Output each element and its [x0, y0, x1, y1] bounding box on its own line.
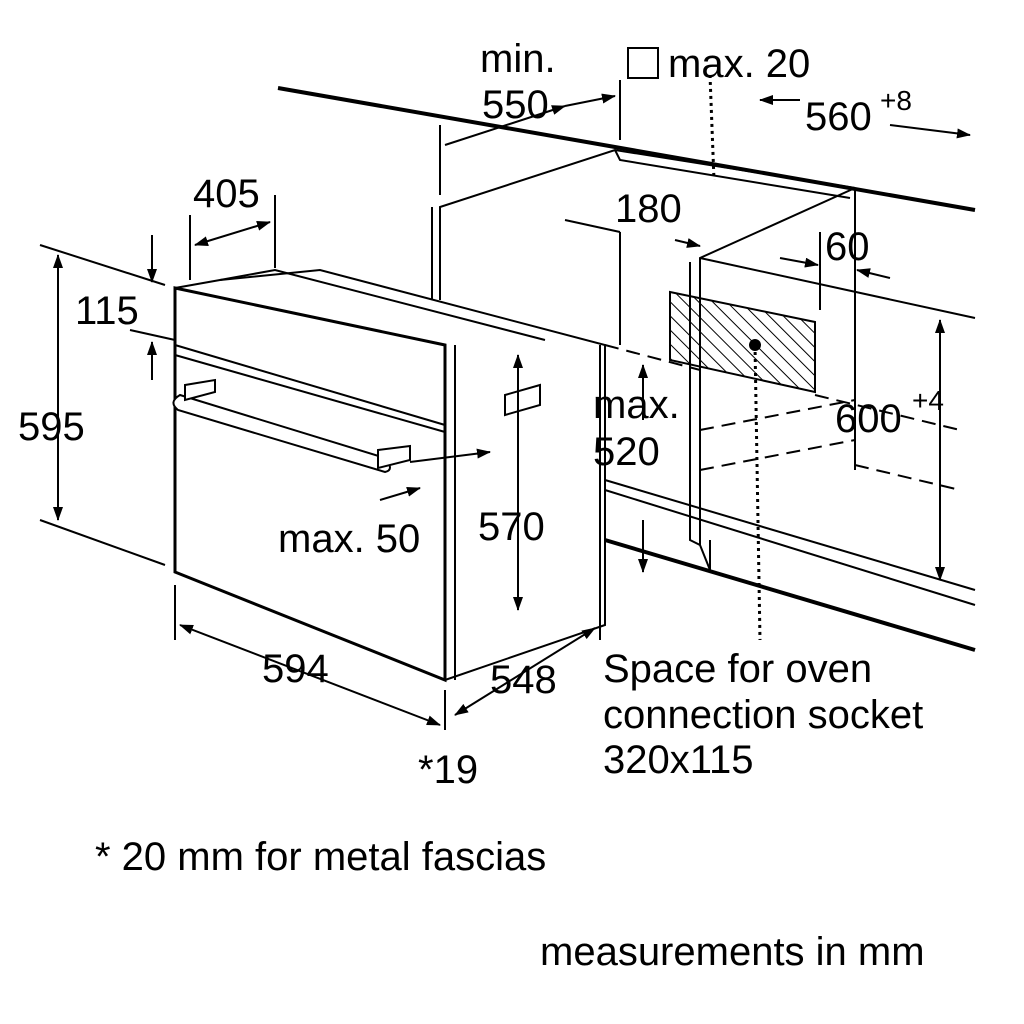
- label-550: 550: [482, 83, 549, 127]
- label-548: 548: [490, 658, 557, 702]
- square-icon: [627, 47, 659, 79]
- label-max-50: max. 50: [278, 517, 420, 561]
- dimension-lines: [39, 80, 971, 730]
- socket-note-line-2: connection socket: [603, 693, 923, 737]
- label-min: min.: [480, 37, 556, 81]
- label-19: *19: [418, 748, 478, 792]
- footnote: * 20 mm for metal fascias: [95, 835, 546, 879]
- label-600-tolerance: +4: [912, 385, 944, 416]
- label-60: 60: [825, 225, 870, 269]
- label-180: 180: [615, 187, 682, 231]
- label-max: max.: [593, 383, 680, 427]
- socket-note-line-1: Space for oven: [603, 647, 872, 691]
- label-595: 595: [18, 405, 85, 449]
- label-600: 600: [835, 397, 902, 441]
- label-560-tolerance: +8: [880, 85, 912, 116]
- oven: [172, 268, 606, 683]
- label-570: 570: [478, 505, 545, 549]
- label-594: 594: [262, 647, 329, 691]
- label-520: 520: [593, 430, 660, 474]
- label-560: 560: [805, 95, 872, 139]
- label-115: 115: [75, 289, 139, 333]
- socket-area: [669, 74, 816, 641]
- units-note: measurements in mm: [540, 930, 925, 974]
- label-max-20: max. 20: [668, 42, 810, 86]
- label-405: 405: [193, 172, 260, 216]
- socket-note-line-3: 320x115: [603, 738, 754, 782]
